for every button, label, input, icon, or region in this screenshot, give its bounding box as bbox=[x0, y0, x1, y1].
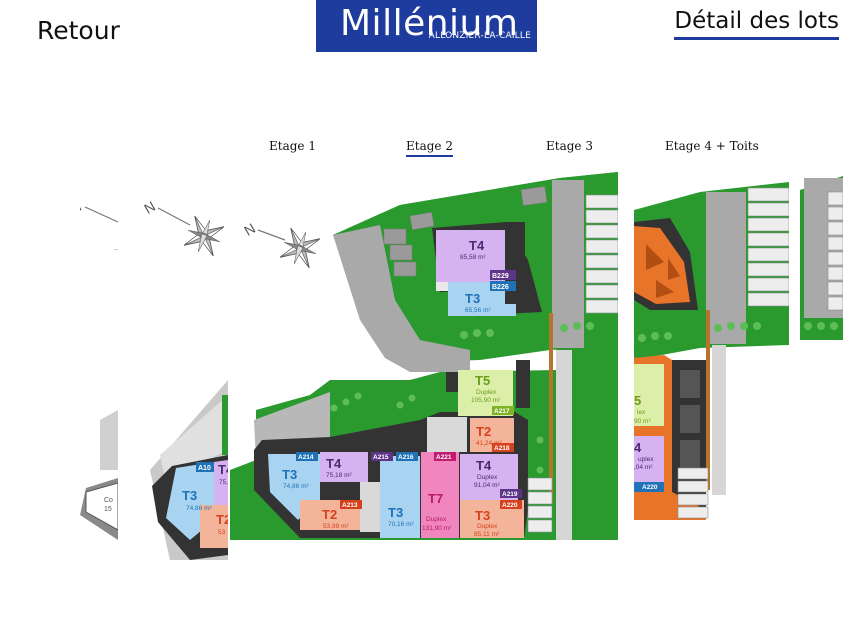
svg-text:…: … bbox=[113, 246, 119, 252]
unit-a221-type[interactable]: T7 bbox=[428, 491, 443, 506]
page-title: Détail des lots bbox=[674, 8, 839, 40]
unit-a215-type[interactable]: T4 bbox=[326, 456, 342, 471]
unit-a218-code: A218 bbox=[494, 445, 510, 452]
svg-text:N: N bbox=[141, 198, 158, 217]
logo-subtitle: ALLONZIER-LA-CAILLE bbox=[428, 31, 531, 41]
unit-a219-sub: Duplex bbox=[477, 474, 498, 481]
unit-a219-type[interactable]: T4 bbox=[476, 458, 492, 473]
compass-icon bbox=[174, 206, 228, 266]
unit-a217-area: 105,90 m² bbox=[471, 397, 501, 404]
right-unit-t4-type: 4 bbox=[634, 440, 642, 455]
unit-a215-code: A215 bbox=[373, 454, 389, 461]
unit-b229-type[interactable]: T4 bbox=[469, 238, 485, 253]
unit-a221-sub: Duplex bbox=[426, 516, 447, 523]
right-unit-t5-area: 90 m² bbox=[634, 418, 651, 425]
unit-a216-type[interactable]: T3 bbox=[388, 505, 403, 520]
unit-b226-code: B226 bbox=[492, 284, 509, 291]
unit-a219-area: 91,04 m² bbox=[474, 482, 500, 489]
left-badge-code: A10 bbox=[198, 465, 211, 472]
unit-a221-code: A221 bbox=[436, 454, 452, 461]
unit-a219-code: A219 bbox=[502, 491, 518, 498]
unit-a220-sub: Duplex bbox=[477, 523, 498, 530]
left-unit-t3-type: T3 bbox=[182, 488, 197, 503]
unit-b229-area: 85,58 m² bbox=[460, 254, 486, 261]
unit-a216-area: 70,16 m² bbox=[388, 521, 414, 528]
unit-a220-code: A220 bbox=[502, 502, 518, 509]
logo: Millénium ALLONZIER-LA-CAILLE bbox=[316, 0, 537, 52]
unit-a217-sub: Duplex bbox=[476, 389, 497, 396]
tab-etage-1[interactable]: Etage 1 bbox=[269, 139, 316, 153]
tab-etage-4-toits[interactable]: Etage 4 + Toits bbox=[665, 139, 759, 153]
far-left-label: Co bbox=[104, 497, 113, 504]
logo-name: Millénium bbox=[340, 3, 519, 44]
plan-panel-far-right bbox=[800, 176, 843, 340]
left-unit-t4-area: 75,1 bbox=[219, 479, 232, 486]
tab-etage-3[interactable]: Etage 3 bbox=[546, 139, 593, 153]
right-unit-t4-code: A220 bbox=[642, 484, 658, 491]
unit-a218-area: 41,24 m² bbox=[476, 440, 502, 447]
unit-a217-code: A217 bbox=[494, 408, 510, 415]
unit-a220-area: 85,11 m² bbox=[474, 531, 500, 538]
unit-b226-area: 65,56 m² bbox=[465, 307, 491, 314]
unit-b226-type[interactable]: T3 bbox=[465, 291, 480, 306]
unit-a214-area: 74,86 m² bbox=[283, 483, 309, 490]
unit-a213-area: 53,99 m² bbox=[323, 523, 349, 530]
left-unit-t2-type: T2 bbox=[216, 512, 231, 527]
plan-panel-etage-2: B229 B226 T4 85,58 m² T3 65,56 m² A217 bbox=[230, 172, 618, 540]
plan-panel-far-left: Co 15 N … bbox=[67, 198, 119, 540]
far-left-area: 15 bbox=[104, 506, 112, 513]
unit-a215-area: 75,18 m² bbox=[326, 472, 352, 479]
plan-panel-etage-1: A10 T3 74,86 m² T4 75,1 T2 53 N bbox=[141, 198, 234, 560]
unit-a213-type[interactable]: T2 bbox=[322, 507, 337, 522]
unit-a220-type[interactable]: T3 bbox=[475, 508, 490, 523]
unit-a217-type[interactable]: T5 bbox=[475, 373, 490, 388]
compass-north-letter: N bbox=[67, 198, 84, 217]
back-button[interactable]: Retour bbox=[37, 16, 120, 45]
unit-b229-code: B229 bbox=[492, 273, 509, 280]
unit-a221-area: 131,90 m² bbox=[422, 525, 452, 532]
unit-a214-type[interactable]: T3 bbox=[282, 467, 297, 482]
right-unit-t4-area: ,04 m² bbox=[634, 464, 653, 471]
left-unit-t4-type: T4 bbox=[218, 462, 234, 477]
tab-etage-2[interactable]: Etage 2 bbox=[406, 139, 453, 157]
right-unit-t5-sub: lex bbox=[637, 409, 646, 416]
plan-panel-etage-4: 5 lex 90 m² 4 uplex ,04 m² A220 bbox=[634, 182, 789, 520]
left-unit-t3-area: 74,86 m² bbox=[186, 505, 212, 512]
unit-a213-code: A213 bbox=[342, 502, 358, 509]
svg-text:N: N bbox=[241, 220, 258, 239]
unit-a218-type[interactable]: T2 bbox=[476, 424, 491, 439]
unit-a214-code: A214 bbox=[298, 454, 314, 461]
right-unit-t5-type: 5 bbox=[634, 393, 641, 408]
left-unit-t2-area: 53 bbox=[218, 529, 226, 536]
unit-a216-code: A216 bbox=[398, 454, 414, 461]
right-unit-t4-sub: uplex bbox=[638, 456, 654, 463]
